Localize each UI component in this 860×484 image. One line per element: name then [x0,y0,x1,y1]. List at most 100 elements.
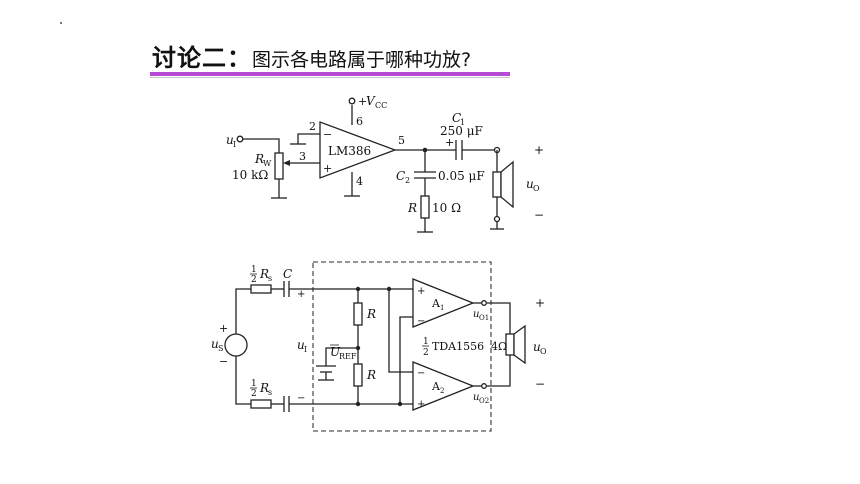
out2-sub: O [540,347,547,356]
a2-inverting-wire [388,289,413,373]
rw-sub: W [263,159,272,168]
chip-half-den: 2 [423,348,429,358]
a2-minus: − [417,368,425,379]
rs-half-top [250,284,272,294]
bridge-outputs: u O1 u O2 [473,300,511,405]
pin4-label: 4 [356,175,363,188]
ui-sub: I [304,345,307,354]
ui-symbol: u [297,338,305,352]
a1-sub: 1 [440,304,444,312]
uref-sub: REF [339,352,357,361]
bottom-half-den: 2 [251,389,257,399]
decorative-dot [60,22,62,24]
uo2-symbol: u [473,392,479,403]
input-ui: u I [226,133,280,153]
bottom-half-num: 1 [251,379,257,389]
uo2-sub: O2 [479,397,489,405]
ui-sub: I [233,140,236,149]
top-rs-sub: s [268,274,272,283]
pin6-label: 6 [356,115,363,128]
amplifier-a2: − + A 2 [412,361,475,411]
c-symbol: C [283,267,292,281]
potentiometer-rw: 3 R W 10 kΩ [232,150,320,199]
ui-symbol: u [226,133,234,147]
speaker-load: + u O − [490,143,544,230]
lm386-label: LM386 [328,144,371,158]
tda1556-label: TDA1556 [432,340,484,353]
r-body [420,195,430,219]
c2-value: 0.05 μF [438,169,485,183]
rs-half-bottom [250,399,272,409]
bias-r-top [353,302,363,326]
out2-plus: + [535,296,545,310]
a2-plus: + [417,399,425,410]
uref-symbol: U [330,345,341,359]
c2-sub: 2 [405,176,410,185]
c1-symbol: C [452,111,461,125]
c1-plus: + [445,136,454,149]
title-question: 图示各电路属于哪种功放? [252,49,472,71]
source-us: u S + − [211,288,251,405]
title-underline-shadow [150,77,510,78]
r-value: 10 Ω [432,201,461,215]
r-bottom-symbol: R [366,368,376,382]
vcc-symbol: V [366,94,376,108]
uo1-sub: O1 [479,314,489,322]
us-sub: S [218,344,223,353]
r-symbol: R [407,201,417,215]
top-half-den: 2 [251,275,257,285]
speaker-4ohm: 4Ω + u O − [491,296,547,391]
us-symbol: u [211,337,219,351]
bottom-rs-symbol: R [259,381,269,395]
amplifier-a1: + − A 1 [412,278,475,328]
pin2-ground: 2 [290,120,320,145]
bias-r-bottom [353,363,363,387]
bias-divider: R R [353,286,376,407]
circuit-tda1556: u S + − 1 2 R s C + 1 [211,261,547,432]
noninv-plus: + [323,162,332,175]
top-plus: + [297,289,305,300]
speaker2-coil [505,333,515,356]
capacitor-c2: C 2 0.05 μF [396,150,485,196]
uo-sub: O [533,184,540,193]
top-half-num: 1 [251,265,257,275]
load-label: 4Ω [491,340,507,353]
slide-title: 讨论二：图示各电路属于哪种功放? [152,38,471,73]
vcc-terminal: + V CC 6 [348,94,387,128]
pin4-ground: 4 [344,172,363,197]
a1-symbol: A [431,297,441,310]
a2-symbol: A [431,380,441,393]
a2-sub: 2 [440,387,444,395]
c1-value: 250 μF [440,124,483,138]
uo-symbol: u [526,177,534,191]
tda1556-package [312,261,492,432]
circuit-lm386: + V CC 6 LM386 − + 2 4 u I [226,94,544,233]
rw-resistor [274,152,284,180]
bottom-rs-sub: s [268,388,272,397]
capacitor-c1: + C 1 250 μF [440,111,501,160]
out-minus: − [534,208,544,222]
title-label: 讨论二： [152,44,252,72]
bottom-minus: − [297,393,305,404]
us-minus: − [219,355,228,368]
title-underline [150,72,510,76]
uref-source: U REF [316,344,358,381]
out2-symbol: u [533,340,541,354]
wiper-arrow [283,160,290,166]
r-top-symbol: R [366,307,376,321]
speaker2-cone [513,324,526,365]
lm386-amplifier [319,121,397,179]
top-rs-symbol: R [259,267,269,281]
resistor-r: R 10 Ω [407,195,461,233]
out-plus: + [534,143,544,157]
c2-symbol: C [396,169,405,183]
speaker-coil [492,171,502,198]
pin2-label: 2 [309,120,316,133]
a1-minus: − [417,316,425,327]
vcc-plus: + [358,95,367,108]
out2-minus: − [535,377,545,391]
speaker-cone [500,160,514,209]
top-input-branch: 1 2 R s C + [250,265,413,300]
c1-sub: 1 [460,118,465,127]
